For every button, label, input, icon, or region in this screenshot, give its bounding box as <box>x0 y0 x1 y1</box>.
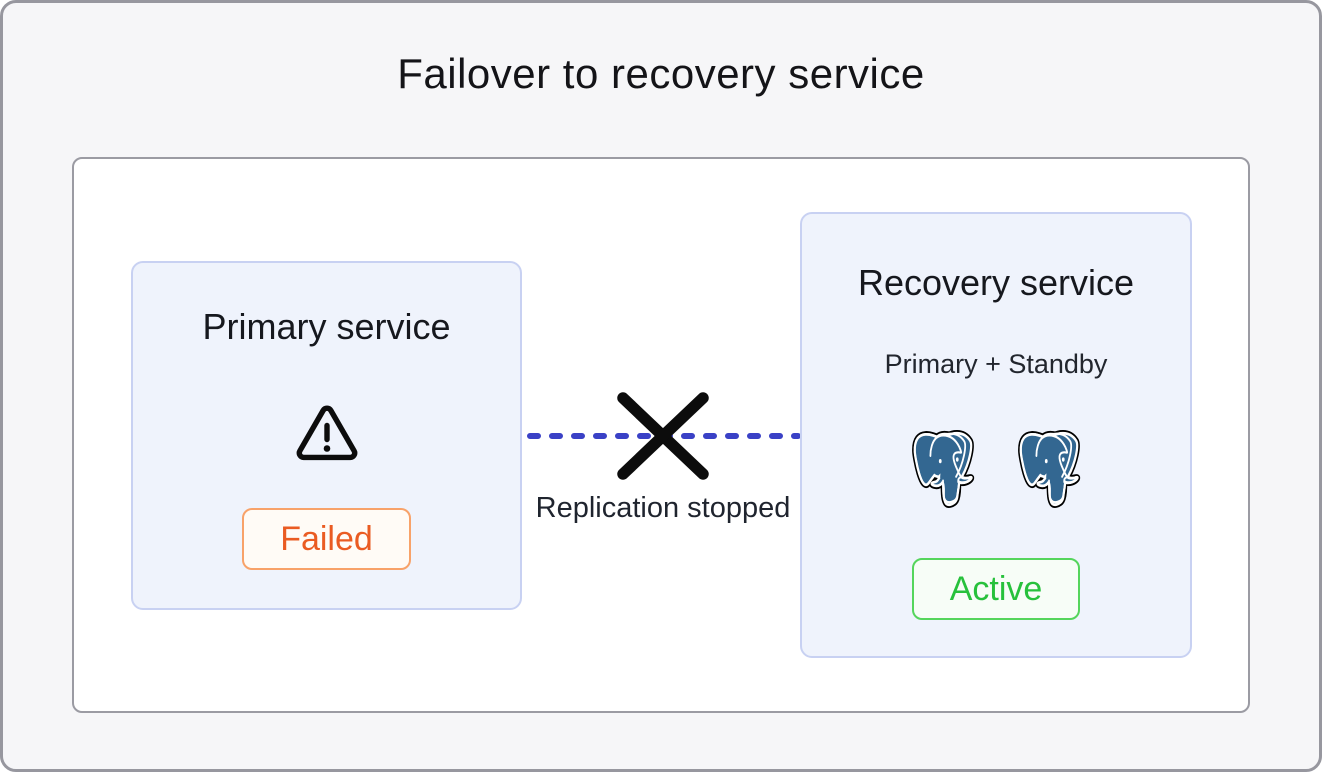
page-title: Failover to recovery service <box>397 50 925 97</box>
replication-link <box>527 392 801 480</box>
database-icons-row <box>911 430 1081 508</box>
recovery-service-subtitle: Primary + Standby <box>884 349 1108 379</box>
x-cross-icon <box>617 392 709 480</box>
replication-label: Replication stopped <box>535 492 791 524</box>
postgresql-elephant-icon <box>912 430 975 508</box>
primary-service-title: Primary service <box>202 306 451 347</box>
status-badge-failed: Failed <box>242 508 411 570</box>
postgresql-elephant-icon <box>1018 430 1081 508</box>
recovery-service-node: Recovery service Primary + Standby <box>800 212 1192 658</box>
recovery-service-title: Recovery service <box>857 262 1135 303</box>
primary-service-node: Primary service Failed <box>131 261 522 610</box>
warning-triangle-icon <box>293 401 361 463</box>
status-badge-active: Active <box>911 558 1081 620</box>
